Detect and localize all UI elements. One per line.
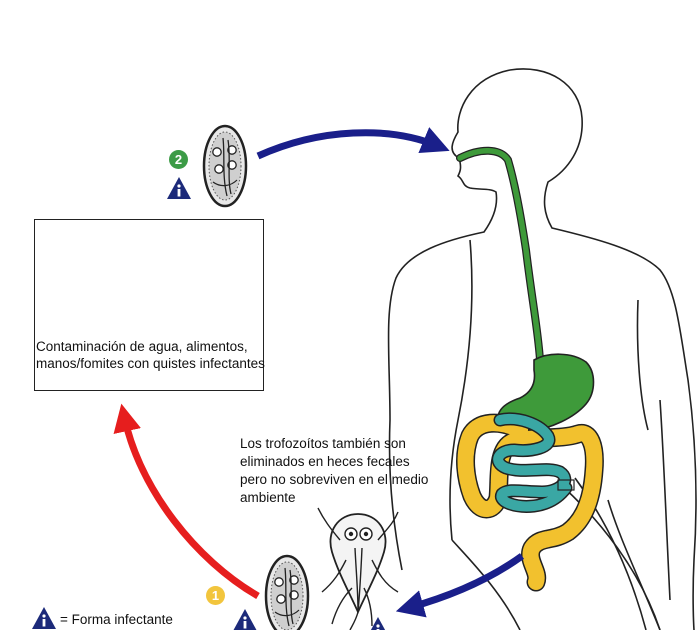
cyst-icon — [264, 554, 310, 630]
zoom-region-marker — [557, 479, 575, 491]
cyst-icon — [202, 124, 248, 208]
digestive-tract — [456, 146, 604, 592]
legend-label: = Forma infectante — [60, 612, 173, 627]
infective-form-icon — [167, 177, 191, 199]
legend-infective-icon — [32, 607, 56, 629]
trophozoite-note: Los trofozoítos también son eliminados e… — [240, 436, 429, 505]
arrow-to-mouth — [256, 127, 450, 160]
arrow-to-contamination — [113, 403, 260, 600]
arrow-to-environment — [395, 553, 525, 618]
trophozoite-icon — [317, 507, 399, 630]
contamination-caption: Contaminación de agua, alimentos, manos/… — [36, 339, 265, 371]
infective-form-icon — [233, 609, 257, 630]
infective-form-icon — [366, 617, 390, 630]
step-1-badge: 1 — [206, 586, 225, 605]
contamination-box — [34, 219, 264, 391]
step-2-badge: 2 — [169, 150, 188, 169]
